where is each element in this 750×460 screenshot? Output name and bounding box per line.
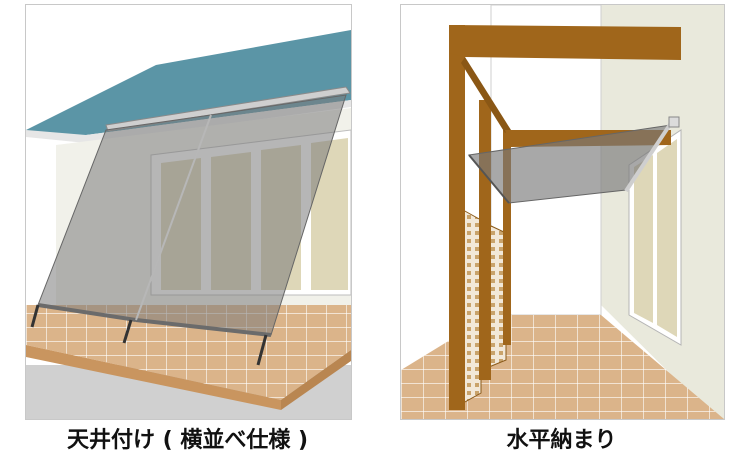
wood-post-back	[503, 130, 511, 345]
horizontal-illustration-panel	[400, 4, 725, 420]
horizontal-shade-illustration	[401, 5, 724, 419]
ceiling-mounted-shade-illustration	[26, 5, 351, 419]
wood-post-front	[449, 25, 465, 410]
caption-horizontal: 水平納まり	[506, 428, 617, 453]
ceiling-mount-illustration-panel	[25, 4, 352, 420]
top-beam	[449, 25, 681, 60]
ceiling-rail	[105, 86, 351, 132]
caption-ceiling-mount: 天井付け ( 横並べ仕様 )	[66, 428, 309, 453]
wood-post-middle	[479, 100, 491, 380]
